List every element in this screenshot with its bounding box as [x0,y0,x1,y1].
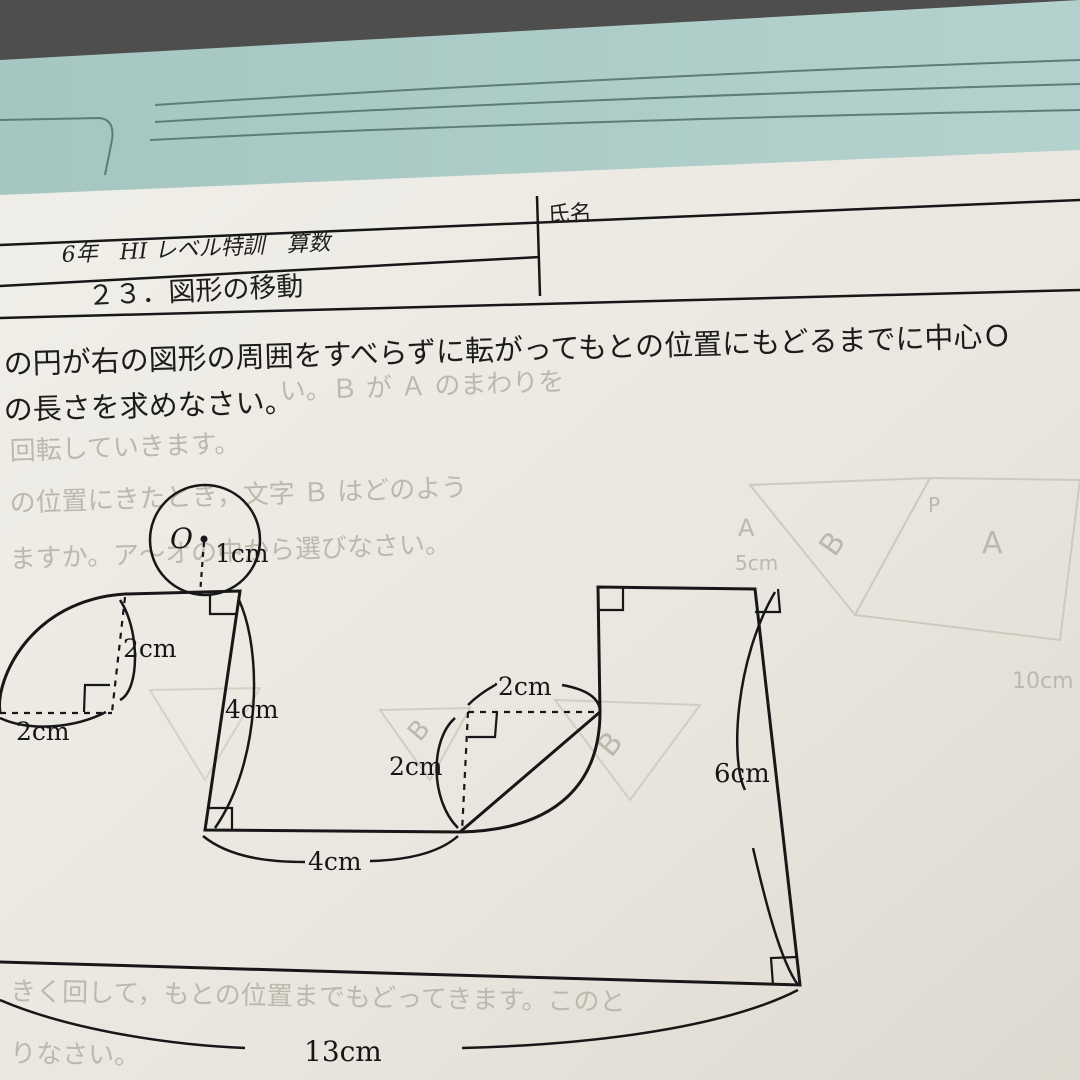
radius-line [198,541,206,595]
svg-text:5cm: 5cm [735,551,778,575]
bottom-middle-label: 4cm [308,847,362,876]
svg-text:A: A [738,514,755,542]
circle-center-dot [200,535,208,543]
header-table [0,195,1080,320]
step-width-label: 2cm [498,672,552,701]
rolling-circle [148,483,262,597]
wall-label: 4cm [225,695,279,724]
right-height-label: 6cm [714,759,770,789]
total-label: 13cm [304,1035,382,1068]
header-name-label: 氏名 [547,201,592,228]
right-angle-marks [207,588,798,986]
step-height-label: 2cm [389,752,443,781]
step-arc [459,711,602,834]
paper-sheet [0,150,1080,1080]
left-width-label: 2cm [16,717,70,746]
svg-text:りなさい。: りなさい。 [10,1039,141,1071]
geometry-figure: O 1cm 2cm 2cm 4cm 4cm 2cm 2cm 6cm 13cm [0,483,802,1068]
left-lobe-arc [0,592,126,712]
center-label: O [170,522,193,555]
left-height-label: 2cm [123,634,177,663]
svg-text:A: A [982,526,1003,561]
svg-text:10cm: 10cm [1012,669,1074,694]
radius-label: 1cm [215,539,269,568]
svg-text:P: P [928,493,940,517]
dimension-arcs [0,591,800,1050]
question-line-2: の長さを求めなさい。 [3,385,294,427]
